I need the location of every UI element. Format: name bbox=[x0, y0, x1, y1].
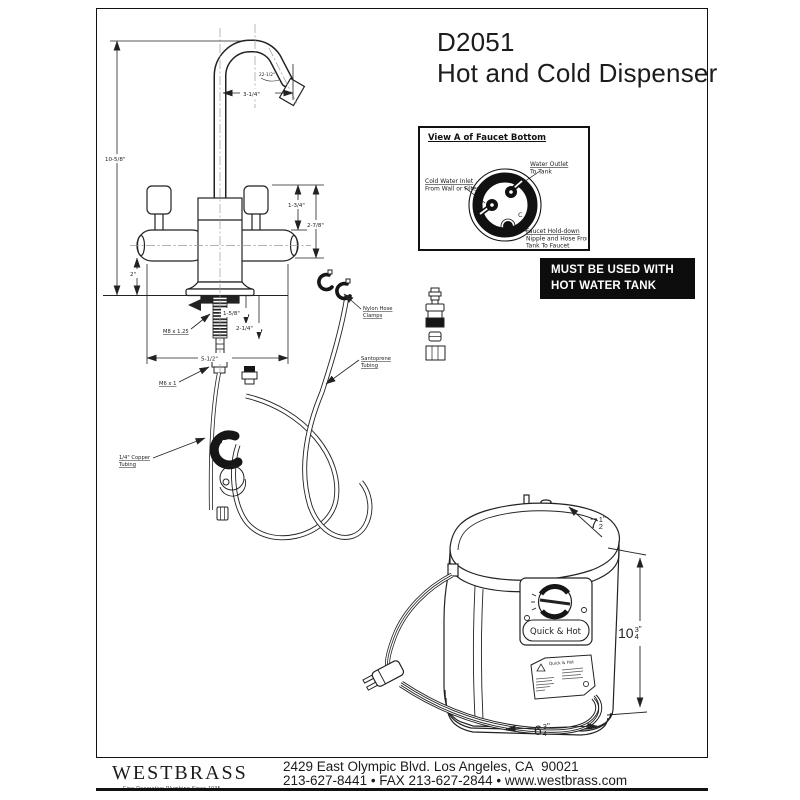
nylon-clamp-1 bbox=[317, 272, 334, 292]
escutcheon-outer bbox=[468, 168, 542, 242]
small-nut bbox=[216, 506, 229, 521]
outlet-label-2: To Tank bbox=[529, 169, 552, 176]
hose-loop-a bbox=[231, 393, 340, 541]
leader-clamps bbox=[343, 293, 362, 310]
copper-label-2: Tubing bbox=[118, 462, 136, 468]
detail-view-title: View A of Faucet Bottom bbox=[428, 133, 547, 143]
panel-screw-left bbox=[524, 615, 530, 621]
left-handle bbox=[146, 185, 172, 215]
warning-line-2: HOT WATER TANK bbox=[551, 279, 657, 292]
mounting-wing bbox=[188, 299, 201, 311]
port-marker: C bbox=[518, 211, 523, 219]
holddown-label-1: Faucet Hold-down bbox=[526, 228, 580, 235]
dim-clearance: 2" bbox=[130, 272, 136, 278]
leader-inlet bbox=[463, 186, 486, 204]
dim-spread: 5-1/2" bbox=[201, 357, 218, 363]
detail-view-box: View A of Faucet Bottom bbox=[418, 126, 590, 251]
mounting-clamp bbox=[209, 430, 243, 470]
power-cord-upper bbox=[385, 572, 454, 676]
thread-tube-label: M6 x 1 bbox=[159, 381, 176, 387]
leader-santoprene bbox=[325, 359, 360, 385]
dim-shank-a: 1-5/8" bbox=[223, 311, 240, 317]
cord-port bbox=[447, 563, 459, 577]
company-contact-block: 2429 East Olympic Blvd. Los Angeles, CA … bbox=[283, 760, 627, 787]
holddown-label-3: Tank To Faucet bbox=[525, 243, 570, 249]
dim-line-tank-width bbox=[568, 506, 603, 538]
tank-drawing: Quick & Hot Quick & Hot bbox=[362, 494, 648, 736]
outlet-label-1: Water Outlet bbox=[530, 161, 569, 168]
clamps-label-2: Clamps bbox=[363, 313, 383, 319]
page-border-frame bbox=[96, 8, 708, 758]
thread-shank-label: M8 x 1.25 bbox=[163, 329, 189, 335]
leader-holddown bbox=[513, 229, 528, 232]
santoprene-label-2: Tubing bbox=[360, 363, 378, 369]
tank-sticker-title: Quick & Hot bbox=[549, 659, 575, 666]
front-label-plate bbox=[522, 619, 590, 642]
tube-fitting-cap bbox=[244, 366, 255, 372]
right-handle bbox=[243, 185, 269, 215]
company-phone: 213-627-8441 • FAX 213-627-2844 • www.we… bbox=[283, 772, 628, 788]
leader-m6 bbox=[178, 366, 210, 383]
dim-shank-b: 2-1/4" bbox=[236, 326, 253, 332]
dim-spout-angle: 22-1/2° bbox=[259, 72, 275, 78]
company-address: 2429 East Olympic Blvd. Los Angeles, CA … bbox=[283, 759, 579, 774]
nylon-clamp-2 bbox=[335, 281, 352, 301]
holddown-stud bbox=[503, 221, 513, 231]
quick-connect-fitting bbox=[425, 287, 446, 361]
leader-m8 bbox=[190, 313, 211, 330]
bracket-ring bbox=[219, 465, 245, 491]
warning-line-1: MUST BE USED WITH bbox=[551, 264, 674, 276]
warning-banner: MUST BE USED WITH HOT WATER TANK bbox=[540, 258, 695, 299]
power-plug bbox=[362, 660, 405, 691]
leader-copper bbox=[152, 437, 206, 459]
product-name: Hot and Cold Dispenser bbox=[437, 58, 718, 88]
inlet-label-2: From Wall or Filter bbox=[425, 186, 480, 193]
faucet-bottom-diagram: Water Outlet To Tank Cold Water Inlet Fr… bbox=[425, 161, 587, 249]
dim-handle-to-top: 1-3/4" bbox=[288, 203, 305, 209]
footer-rule bbox=[96, 788, 708, 791]
dim-body-height: 2-7/8" bbox=[307, 223, 324, 229]
faucet-drawing: 10-5/8" 3-1/4" 22-1/2° 1-3/4" 2-7/8" 2" … bbox=[103, 24, 446, 541]
panel-screw-right bbox=[581, 607, 587, 613]
santoprene-label-1: Santoprene bbox=[361, 356, 391, 362]
clamps-label-1: Nylon Hose bbox=[363, 306, 392, 312]
spec-sticker bbox=[530, 654, 596, 700]
leader-outlet bbox=[517, 170, 541, 187]
copper-label-1: 1/4" Copper bbox=[119, 455, 151, 461]
dim-line-tank-depth bbox=[505, 722, 598, 733]
model-number: D2051 bbox=[437, 27, 515, 57]
holddown-label-2: Nipple and Hose From bbox=[526, 236, 587, 243]
page-title: D2051 Hot and Cold Dispenser bbox=[437, 27, 717, 89]
tank-front-label: Quick & Hot bbox=[530, 627, 582, 637]
dim-spout-reach: 3-1/4" bbox=[243, 92, 260, 98]
brand-name: WESTBRASS bbox=[112, 762, 248, 784]
inlet-label-1: Cold Water Inlet bbox=[425, 178, 474, 185]
dim-overall-height: 10-5/8" bbox=[105, 157, 125, 163]
